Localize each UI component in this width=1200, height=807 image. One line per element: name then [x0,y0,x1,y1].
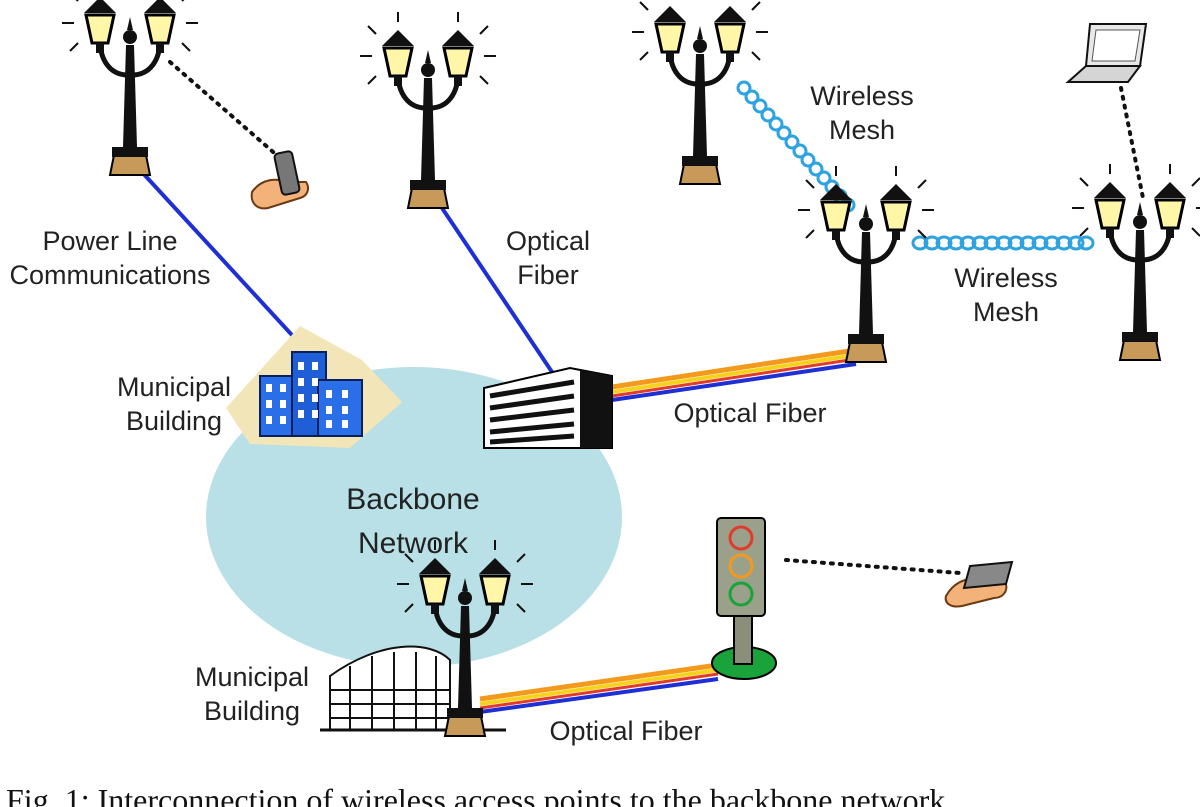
label-muni2-line1: Municipal [194,662,310,692]
label-plc-line2: Communications [9,260,211,290]
street-lamp-access-point-1 [62,0,198,175]
label-power-line-communications: Power Line Communications [0,224,220,292]
label-optical-fiber-top: Optical Fiber [478,224,618,292]
wireless-client-link-pda [784,558,962,575]
traffic-light-icon [711,517,777,680]
laptop-icon [1065,23,1148,83]
pda-handheld-icon [944,560,1014,608]
optical-fiber-bottom-link [479,662,719,714]
label-muni1-line1: Municipal [116,372,232,402]
label-fiber-top-line1: Optical [505,226,591,256]
label-backbone-line1: Backbone [346,483,480,516]
figure-caption: Fig. 1: Interconnection of wireless acce… [6,782,954,807]
label-municipal-building-2: Municipal Building [182,660,322,728]
municipal-building-sketch-icon [320,645,506,732]
street-lamp-access-point-4 [798,166,934,362]
street-lamp-access-point-2 [360,12,496,208]
mobile-phone-icon [250,150,309,210]
label-muni1-line2: Building [125,406,223,436]
label-mesh2-line2: Mesh [972,297,1040,327]
optical-fiber-mid-link [611,347,857,402]
label-wireless-mesh-1: Wireless Mesh [792,79,932,147]
label-backbone-network: Backbone Network [318,478,508,566]
label-optical-fiber-mid: Optical Fiber [673,398,827,428]
label-mesh2-line1: Wireless [954,263,1058,293]
label-backbone-line2: Network [357,527,469,560]
municipal-building-icon [226,326,402,448]
wireless-client-link-phone [168,60,282,160]
label-municipal-building-1: Municipal Building [104,370,244,438]
label-plc-line1: Power Line [42,226,178,256]
street-lamp-access-point-5 [1072,164,1200,360]
wireless-mesh-link-2 [911,235,1095,251]
label-muni2-line2: Building [203,696,301,726]
office-building-icon [483,366,613,449]
label-wireless-mesh-2: Wireless Mesh [936,261,1076,329]
label-optical-fiber-bottom: Optical Fiber [549,716,703,746]
label-fiber-top-line2: Fiber [517,260,579,290]
label-mesh1-line2: Mesh [828,115,896,145]
wireless-client-link-laptop [1119,86,1145,200]
optical-fiber-top-link [438,203,554,374]
label-mesh1-line1: Wireless [810,81,914,111]
